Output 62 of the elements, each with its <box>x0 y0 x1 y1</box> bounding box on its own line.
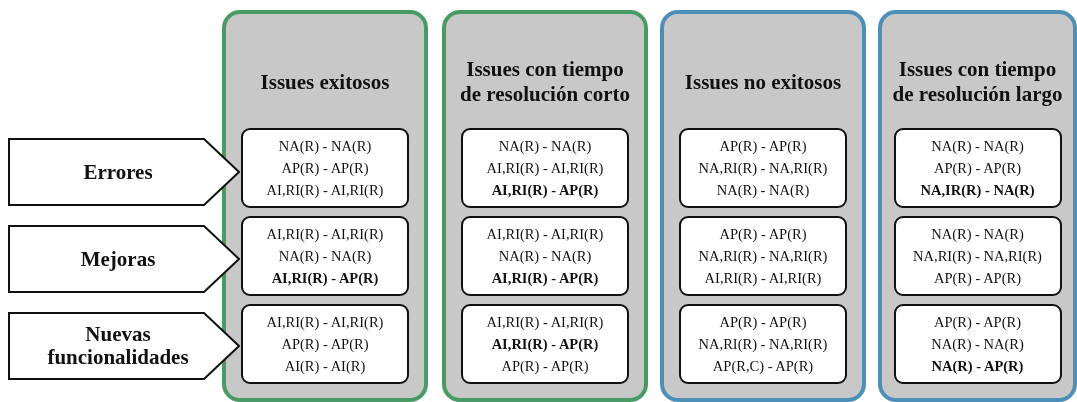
row-header-arrow <box>8 225 240 293</box>
pair-text: NA(R) - NA(R) <box>498 247 592 266</box>
row-label: Errores <box>82 160 154 184</box>
row-header-arrow <box>8 138 240 206</box>
result-card <box>461 128 629 208</box>
pair-text: AI,RI(R) - AI,RI(R) <box>486 313 604 332</box>
pair-text: NA(R) - NA(R) <box>278 137 372 156</box>
result-card <box>893 128 1062 208</box>
result-card <box>679 216 847 296</box>
pair-text: NA,RI(R) - NA,RI(R) <box>698 247 828 266</box>
pair-text: NA,IR(R) - NA(R) <box>920 181 1035 200</box>
pair-text: NA,RI(R) - NA,RI(R) <box>698 335 828 354</box>
pair-text: AP(R) - AP(R) <box>501 357 589 376</box>
pair-text: NA(R) - NA(R) <box>931 225 1024 244</box>
result-card <box>241 128 409 208</box>
pair-text: AP(R) - AP(R) <box>934 269 1021 288</box>
column-heading: Issues con tiempo de resolución largo <box>891 57 1064 107</box>
pair-text: AP(R) - AP(R) <box>281 335 369 354</box>
pair-text: AP(R) - AP(R) <box>719 313 807 332</box>
pair-text: AI,RI(R) - AI,RI(R) <box>266 225 384 244</box>
pair-text: AI,RI(R) - AI,RI(R) <box>486 159 604 178</box>
pair-text: NA(R) - NA(R) <box>716 181 810 200</box>
pair-text: NA(R) - NA(R) <box>278 247 372 266</box>
pair-text: AI,RI(R) - AP(R) <box>271 269 379 288</box>
column-panel <box>442 10 648 402</box>
result-card <box>679 304 847 384</box>
pair-text: AI,RI(R) - AP(R) <box>491 181 599 200</box>
pair-text: AP(R) - AP(R) <box>719 225 807 244</box>
result-card <box>461 304 629 384</box>
pair-text: AP(R,C) - AP(R) <box>712 357 814 376</box>
result-card <box>241 304 409 384</box>
pair-text: AP(R) - AP(R) <box>281 159 369 178</box>
pair-text: AP(R) - AP(R) <box>934 159 1021 178</box>
result-card <box>461 216 629 296</box>
pair-text: NA,RI(R) - NA,RI(R) <box>913 247 1042 266</box>
pair-text: NA,RI(R) - NA,RI(R) <box>698 159 828 178</box>
pair-text: AI,RI(R) - AI,RI(R) <box>704 269 822 288</box>
column-heading: Issues con tiempo de resolución corto <box>459 57 631 107</box>
result-card <box>241 216 409 296</box>
pair-text: NA(R) - NA(R) <box>931 335 1024 354</box>
row-label: Mejoras <box>79 247 157 271</box>
pair-text: NA(R) - AP(R) <box>931 357 1024 376</box>
column-heading: Issues exitosos <box>259 69 391 95</box>
pair-text: AI,RI(R) - AI,RI(R) <box>266 313 384 332</box>
pair-text: AI,RI(R) - AP(R) <box>491 335 599 354</box>
pair-text: AI,RI(R) - AP(R) <box>491 269 599 288</box>
pair-text: NA(R) - NA(R) <box>498 137 592 156</box>
pair-text: AI,RI(R) - AI,RI(R) <box>486 225 604 244</box>
column-heading: Issues no exitosos <box>683 69 843 95</box>
result-card <box>893 216 1062 296</box>
column-panel <box>222 10 428 402</box>
column-panel <box>660 10 866 402</box>
pair-text: AI,RI(R) - AI,RI(R) <box>266 181 384 200</box>
row-label: Nuevas funcionalidades <box>46 323 190 369</box>
column-panel <box>878 10 1077 402</box>
pair-text: AP(R) - AP(R) <box>934 313 1021 332</box>
row-header-arrow <box>8 312 240 380</box>
pair-text: AI(R) - AI(R) <box>284 357 366 376</box>
result-card <box>893 304 1062 384</box>
result-card <box>679 128 847 208</box>
pair-text: NA(R) - NA(R) <box>931 137 1024 156</box>
pair-text: AP(R) - AP(R) <box>719 137 807 156</box>
